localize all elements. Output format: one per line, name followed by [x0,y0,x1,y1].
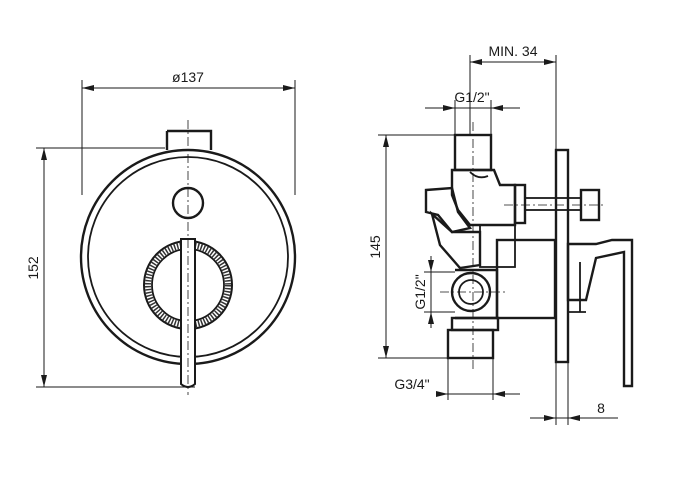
top-cap [165,129,213,150]
bottom-inlet [446,328,495,360]
diameter-dimension: ø137 [81,69,296,195]
diameter-label: ø137 [172,69,204,85]
min-depth-label: MIN. 34 [488,43,537,59]
bottom-connection-dimension: G3/4" [394,358,520,400]
side-view: MIN. 34 G1/2" 145 G1/2" [367,43,634,425]
plate-thickness-label: 8 [597,400,605,416]
diverter-stem [513,183,527,225]
side-connection-label: G1/2" [412,274,428,309]
plate-thickness-dimension: 8 [530,360,618,425]
bottom-connection-label: G3/4" [394,376,429,392]
lever-side [566,238,634,388]
front-height-label: 152 [25,256,41,280]
top-connection-label: G1/2" [454,89,489,105]
valve-arm [424,186,473,234]
front-view: ø137 152 [25,69,297,395]
side-height-label: 145 [367,235,383,259]
bottom-body [450,316,500,332]
side-connection-dimension: G1/2" [412,256,455,328]
side-height-dimension: 145 [367,134,455,359]
top-connection-dimension: G1/2" [425,89,520,135]
cartridge-block [495,238,557,320]
front-height-dimension: 152 [25,147,195,388]
wall-plate [554,148,570,364]
min-depth-dimension: MIN. 34 [469,43,557,150]
lever-ring-knurl [145,242,231,328]
